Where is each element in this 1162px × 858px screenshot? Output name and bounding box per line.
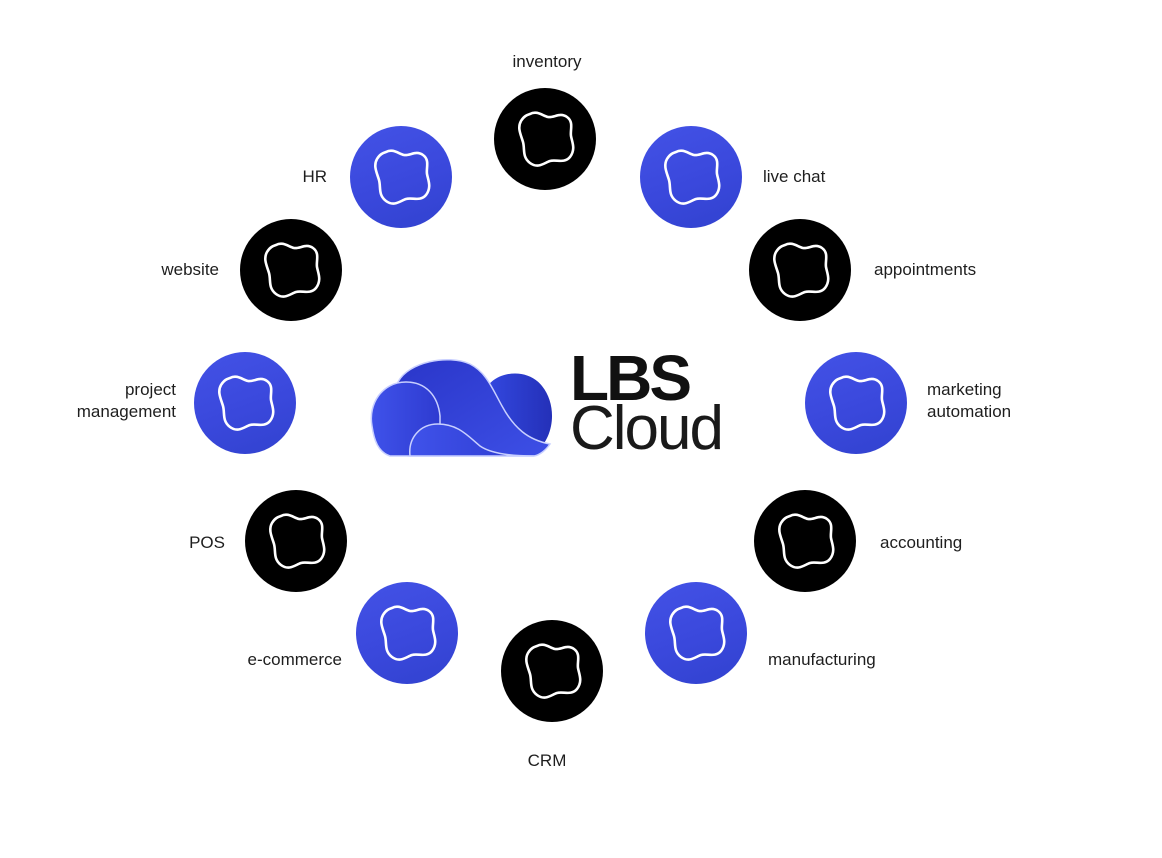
blob-icon (770, 506, 840, 576)
module-marketing-automation-node[interactable] (805, 352, 907, 454)
module-hr-label: HR (302, 167, 327, 186)
label-line: marketing (927, 380, 1002, 399)
module-live-chat-node[interactable] (640, 126, 742, 228)
label-line: project (124, 380, 176, 399)
blob-icon (256, 235, 326, 305)
module-manufacturing-node[interactable] (645, 582, 747, 684)
label-line: automation (927, 402, 1012, 421)
brand-name-cloud: Cloud (570, 394, 724, 463)
label-line: management (76, 402, 176, 421)
blob-icon (656, 142, 726, 212)
module-project-management-label: project management (77, 379, 176, 423)
module-accounting-label: accounting (880, 533, 963, 552)
blob-icon (517, 636, 587, 706)
blob-icon (661, 598, 731, 668)
module-website-node[interactable] (240, 219, 342, 321)
brand-name-lbs: LBS (570, 342, 692, 414)
module-accounting-node[interactable] (754, 490, 856, 592)
module-live-chat-label: live chat (763, 167, 826, 186)
module-e-commerce-label: e-commerce (247, 650, 342, 669)
module-project-management-node[interactable] (194, 352, 296, 454)
module-hr-node[interactable] (350, 126, 452, 228)
module-website-label: website (161, 260, 219, 279)
blob-icon (372, 598, 442, 668)
blob-icon (821, 368, 891, 438)
module-crm-label: CRM (527, 751, 567, 770)
blob-icon (210, 368, 280, 438)
module-inventory-label: inventory (512, 52, 582, 71)
module-pos-label: POS (189, 533, 225, 552)
module-inventory-node[interactable] (494, 88, 596, 190)
module-marketing-automation-label: marketing automation (927, 379, 1011, 423)
module-pos-node[interactable] (245, 490, 347, 592)
blob-icon (366, 142, 436, 212)
module-e-commerce-node[interactable] (356, 582, 458, 684)
module-appointments-node[interactable] (749, 219, 851, 321)
module-manufacturing-label: manufacturing (768, 650, 876, 669)
blob-icon (510, 104, 580, 174)
module-appointments-label: appointments (874, 260, 977, 279)
blob-icon (261, 506, 331, 576)
blob-icon (765, 235, 835, 305)
cloud-icon (370, 358, 553, 457)
module-crm-node[interactable] (501, 620, 603, 722)
